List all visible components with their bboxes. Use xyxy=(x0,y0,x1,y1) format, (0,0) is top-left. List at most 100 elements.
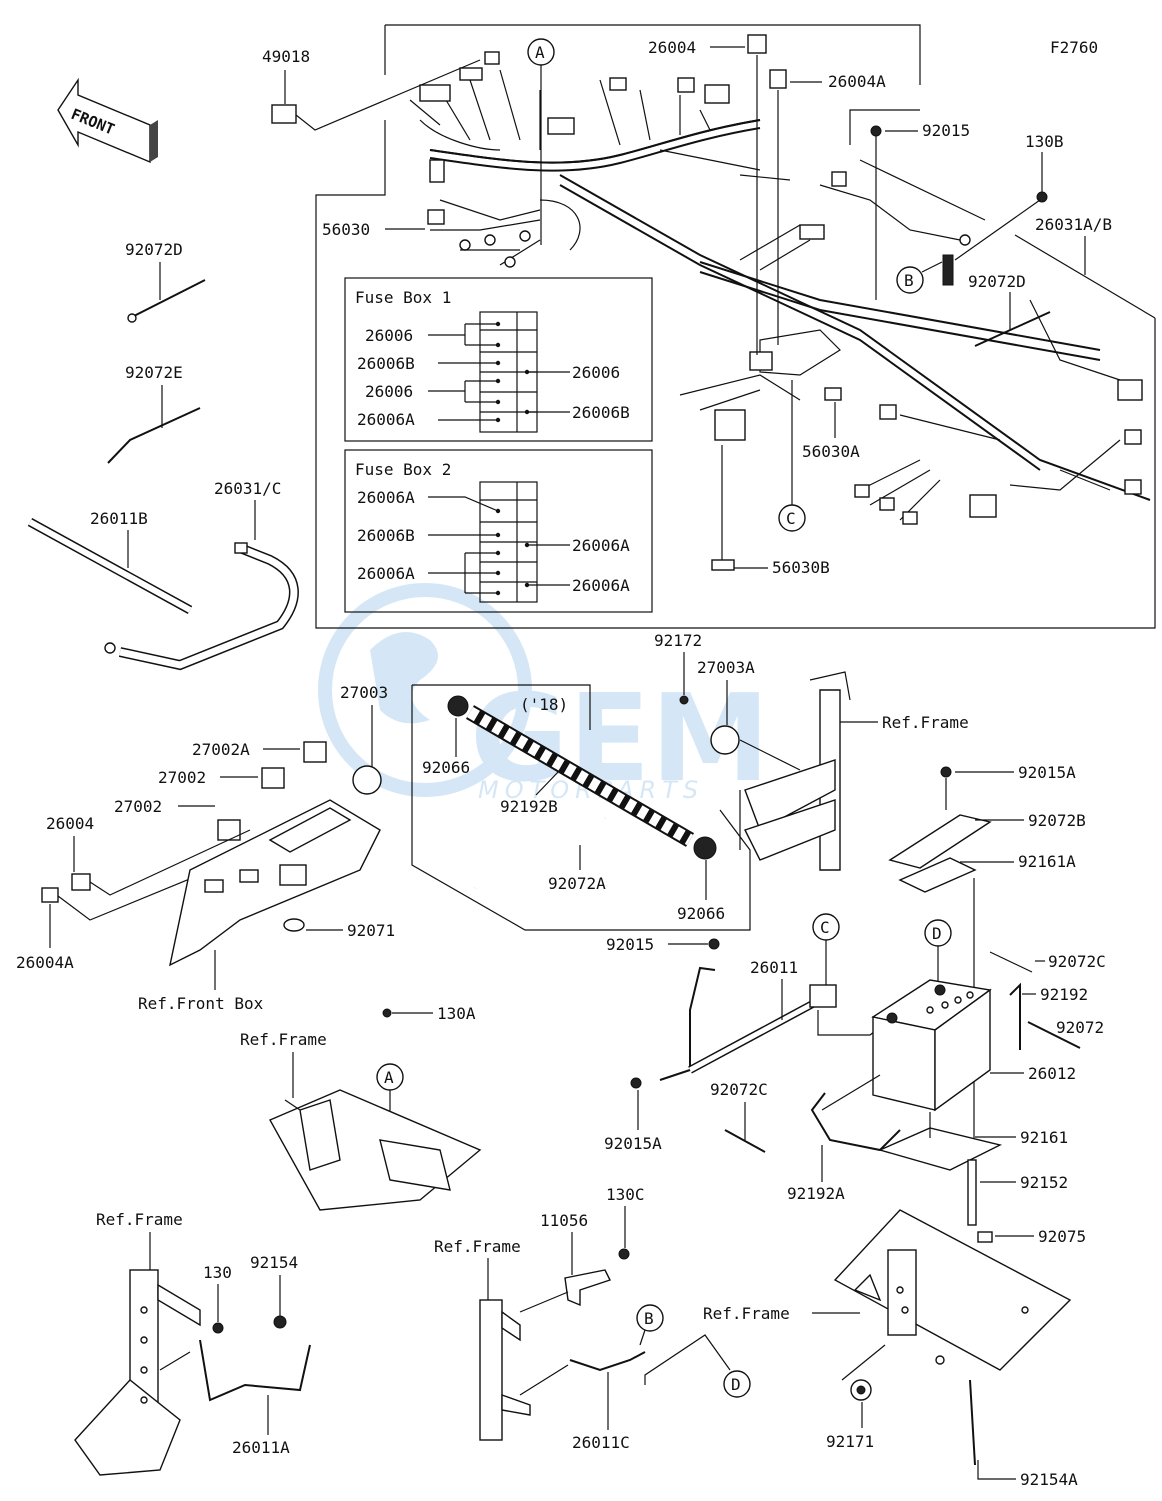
label-92066-b: 92066 xyxy=(677,904,725,923)
horn-27003A xyxy=(710,725,740,755)
label-92072: 92072 xyxy=(1056,1018,1104,1037)
fb2-left-1: 26006B xyxy=(357,526,415,545)
callout-C-bottom: C xyxy=(812,913,840,985)
nut-92015A-right xyxy=(940,766,952,778)
label-26031C: 26031/C xyxy=(214,479,281,498)
label-92171: 92171 xyxy=(826,1432,874,1451)
svg-text:C: C xyxy=(786,509,796,528)
label-92072E: 92072E xyxy=(125,363,183,382)
label-ref-frame-1: Ref.Frame xyxy=(882,713,969,732)
front-arrow: FRONT xyxy=(57,77,158,164)
fuse-box-2-title: Fuse Box 2 xyxy=(355,460,451,479)
label-92172: 92172 xyxy=(654,631,702,650)
label-92072D-left: 92072D xyxy=(125,240,183,259)
callout-D-bottom: D xyxy=(723,1370,751,1398)
relay-26004 xyxy=(747,34,767,54)
label-26011A: 26011A xyxy=(232,1438,290,1457)
fb1-left-3: 26006A xyxy=(357,410,415,429)
label-26004-left: 26004 xyxy=(46,814,94,833)
fuse-box-2: Fuse Box 2 26006A 26006B 26006A 26006A 2… xyxy=(344,449,653,613)
label-92161A: 92161A xyxy=(1018,852,1076,871)
callout-D-battery: D xyxy=(924,919,952,982)
label-92192: 92192 xyxy=(1040,985,1088,1004)
label-plate-56030B xyxy=(711,559,735,571)
label-92154A: 92154A xyxy=(1020,1470,1078,1489)
label-92154: 92154 xyxy=(250,1253,298,1272)
battery-tray xyxy=(833,1209,1072,1371)
connector-49018 xyxy=(271,104,297,124)
label-49018: 49018 xyxy=(262,47,310,66)
horn-27003 xyxy=(352,765,382,795)
label-26004A-left: 26004A xyxy=(16,953,74,972)
fb1-right-1: 26006B xyxy=(572,403,630,422)
fb2-left-2: 26006A xyxy=(357,564,415,583)
label-26004-top: 26004 xyxy=(648,38,696,57)
svg-text:D: D xyxy=(932,924,942,943)
grommet-92071 xyxy=(283,918,305,932)
label-ref-frame-3: Ref.Frame xyxy=(96,1210,183,1229)
label-92015A-mid: 92015A xyxy=(604,1134,662,1153)
figure-code: F2760 xyxy=(1050,38,1098,57)
label-27003: 27003 xyxy=(340,683,388,702)
tie-92072E xyxy=(107,407,201,464)
rod-92152 xyxy=(967,1159,977,1226)
label-ref-frame-5: Ref.Frame xyxy=(703,1304,790,1323)
cable-26011-lower xyxy=(659,966,716,1081)
cable-26011A xyxy=(199,1339,311,1402)
frame-bottom-center xyxy=(269,1089,482,1211)
tie-92072 xyxy=(1027,1021,1081,1049)
fuse-box-1-title: Fuse Box 1 xyxy=(355,288,451,307)
relay-26004A xyxy=(769,69,787,89)
cable-26031C xyxy=(118,543,299,671)
label-ref-frame-2: Ref.Frame xyxy=(240,1030,327,1049)
svg-text:B: B xyxy=(904,271,914,290)
bracket-11056 xyxy=(564,1269,611,1307)
fuse-box-1: Fuse Box 1 26006 26006B 26006 26006A 260… xyxy=(344,277,653,442)
clip-92075 xyxy=(977,1231,993,1243)
svg-text:B: B xyxy=(644,1309,654,1328)
nut-92015-mid xyxy=(708,938,720,950)
label-92015: 92015 xyxy=(922,121,970,140)
label-26031AB: 26031A/B xyxy=(1035,215,1112,234)
label-11056: 11056 xyxy=(540,1211,588,1230)
bolt-130C xyxy=(618,1248,630,1260)
front-box xyxy=(169,799,381,967)
label-130A: 130A xyxy=(437,1004,476,1023)
label-26011B: 26011B xyxy=(90,509,148,528)
harness-group-frame xyxy=(315,24,1156,629)
label-92075: 92075 xyxy=(1038,1227,1086,1246)
label-92015A-right: 92015A xyxy=(1018,763,1076,782)
frame-upper xyxy=(739,671,851,871)
label-92072C-right: 92072C xyxy=(1048,952,1106,971)
bolt-130A xyxy=(382,1008,392,1018)
label-27002-2: 27002 xyxy=(114,797,162,816)
main-wire-harness xyxy=(409,51,1151,525)
nut-92015 xyxy=(870,125,882,137)
label-92152: 92152 xyxy=(1020,1173,1068,1192)
label-92192A: 92192A xyxy=(787,1184,845,1203)
label-56030: 56030 xyxy=(322,220,370,239)
callout-C-top: C xyxy=(778,380,806,532)
label-92072B: 92072B xyxy=(1028,811,1086,830)
label-130C: 130C xyxy=(606,1185,645,1204)
label-ref-front-box: Ref.Front Box xyxy=(138,994,264,1013)
label-92015-mid: 92015 xyxy=(606,935,654,954)
label-26012: 26012 xyxy=(1028,1064,1076,1083)
fb2-right-1: 26006A xyxy=(572,576,630,595)
year-group-frame xyxy=(411,684,751,931)
battery-26012 xyxy=(871,979,992,1112)
label-ref-frame-4: Ref.Frame xyxy=(434,1237,521,1256)
fb1-left-1: 26006B xyxy=(357,354,415,373)
label-92072A: 92072A xyxy=(548,874,606,893)
tie-92072C-mid xyxy=(724,1129,766,1153)
label-92161: 92161 xyxy=(1020,1128,1068,1147)
fb2-right-0: 26006A xyxy=(572,536,630,555)
label-92072D-right: 92072D xyxy=(968,272,1026,291)
label-56030B: 56030B xyxy=(772,558,830,577)
label-26011C: 26011C xyxy=(572,1433,630,1452)
tie-92072D-right xyxy=(974,311,1051,347)
bolt-92154A xyxy=(969,1379,976,1466)
fb2-left-0: 26006A xyxy=(357,488,415,507)
label-130B: 130B xyxy=(1025,132,1064,151)
